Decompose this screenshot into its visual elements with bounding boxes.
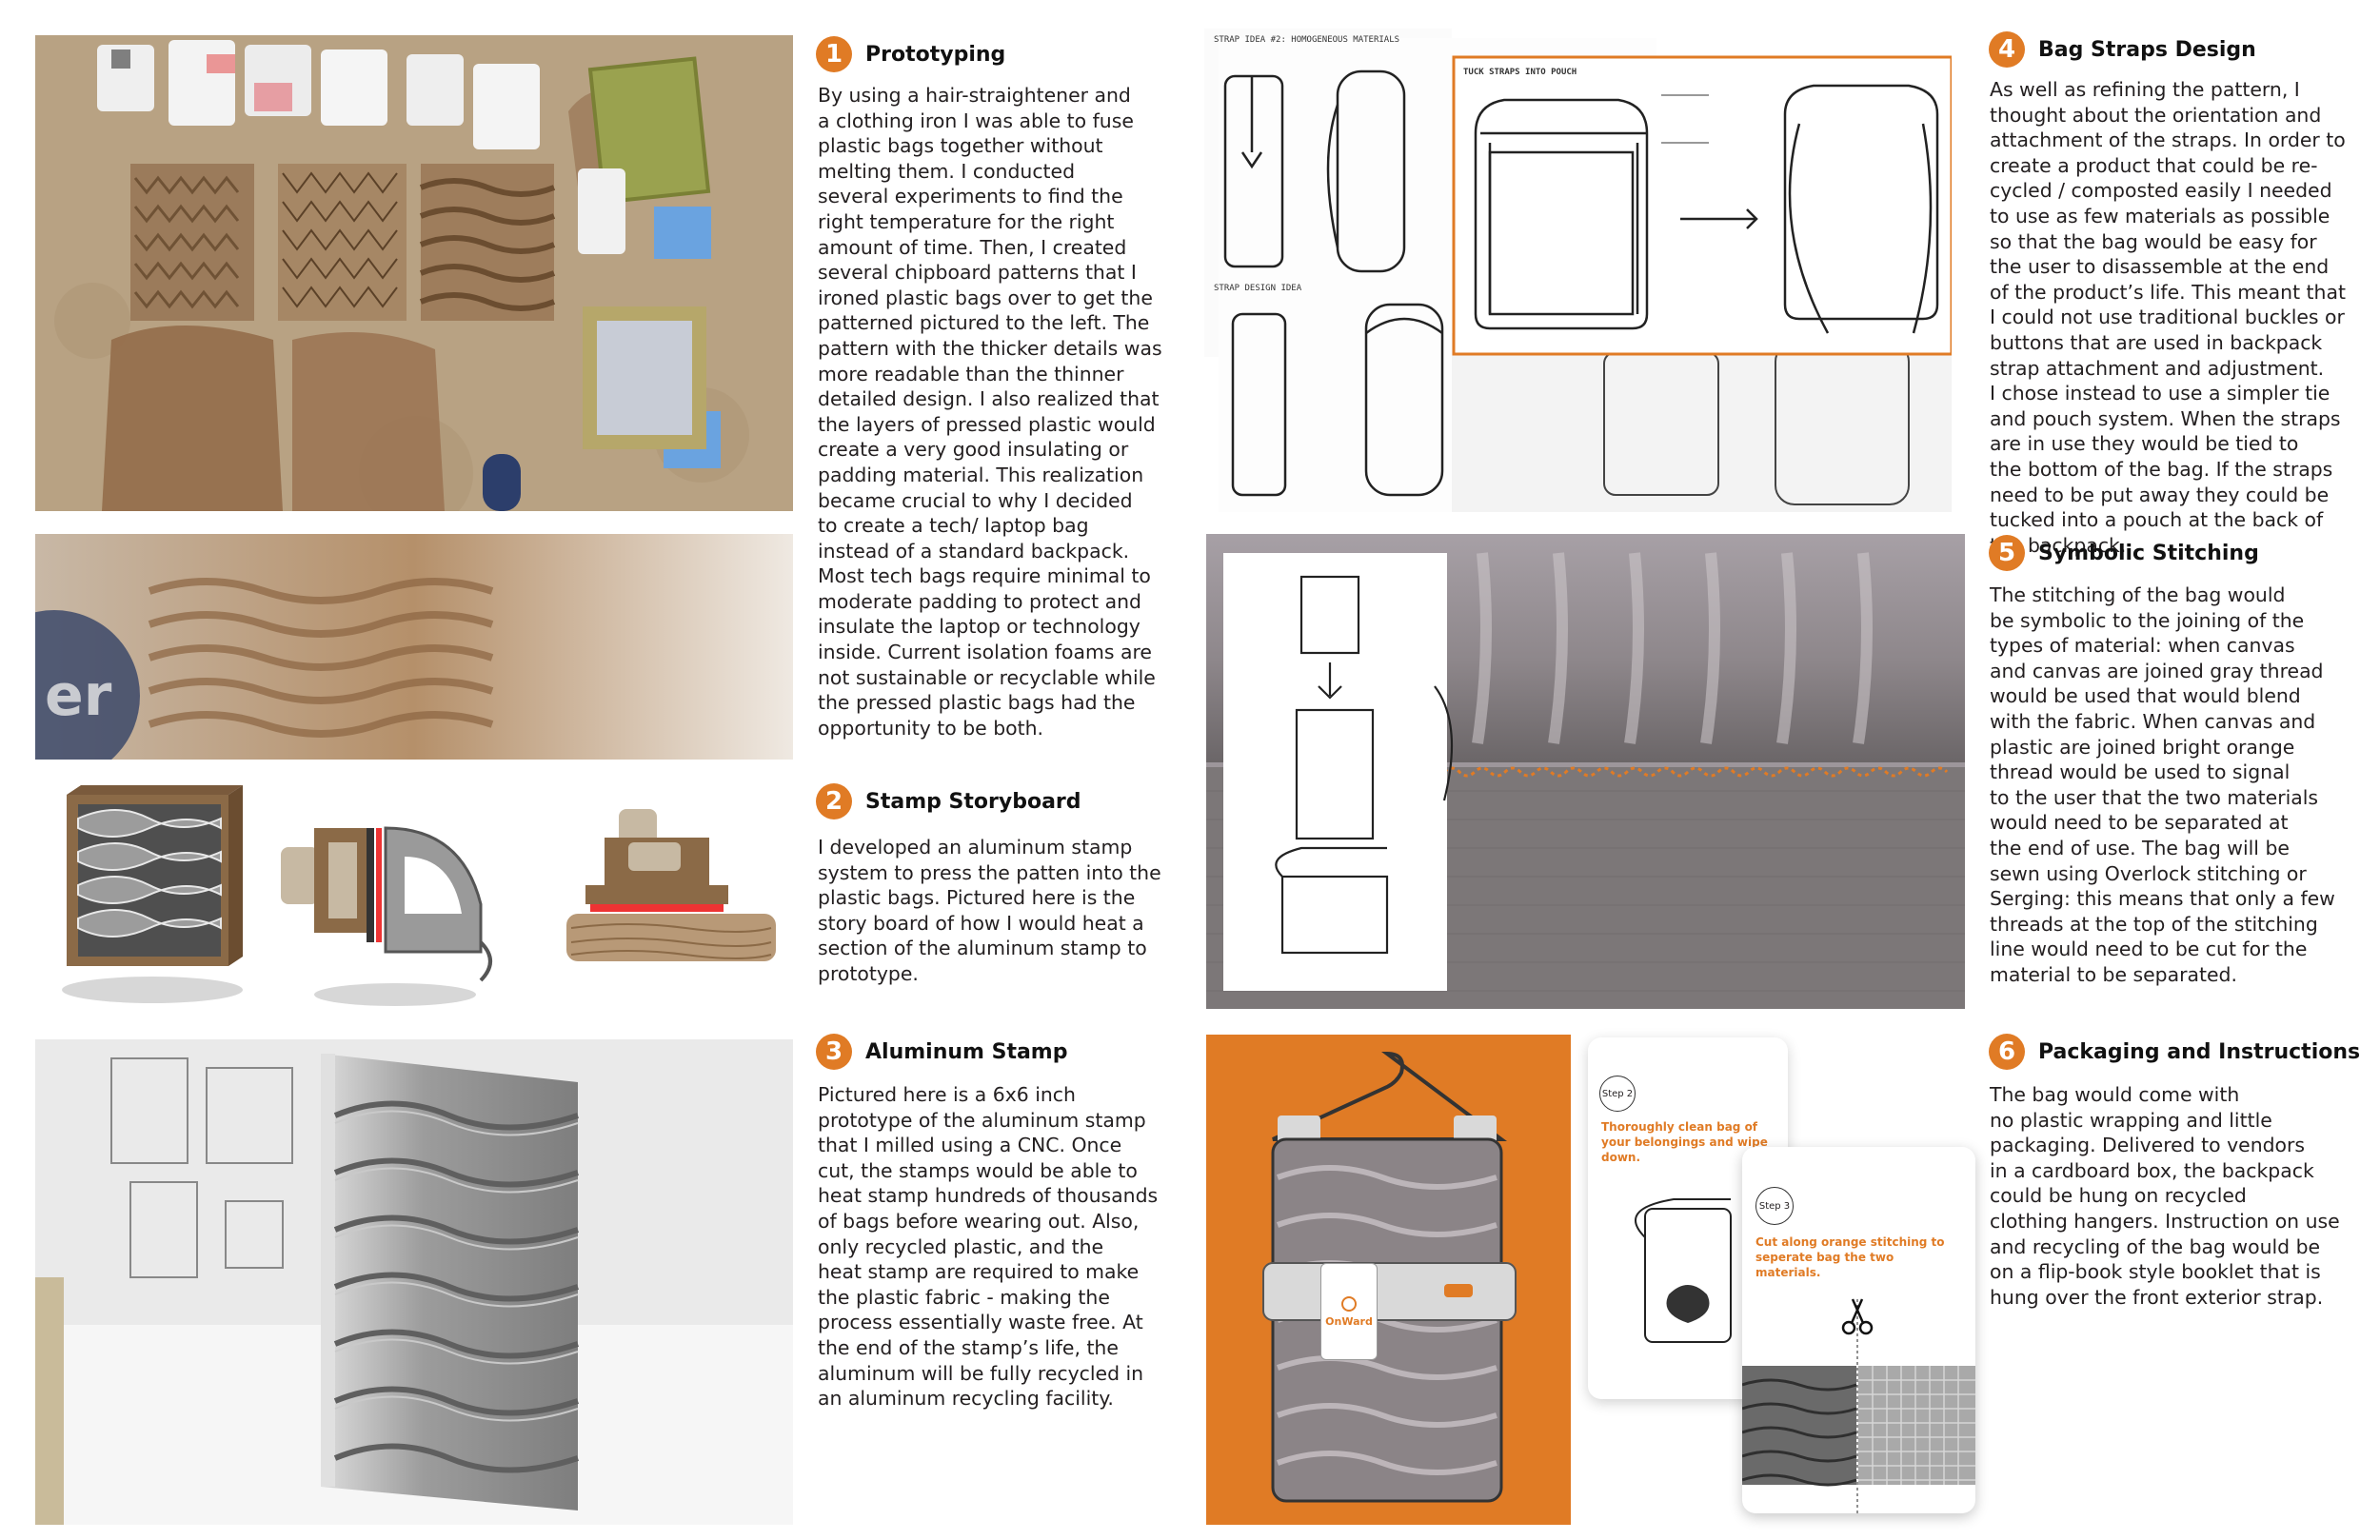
section-1-body: By using a hair-straightener and a cloth…	[818, 84, 1162, 740]
section-4-header: 4 Bag Straps Design	[1989, 31, 2256, 68]
svg-text:er: er	[45, 662, 112, 729]
section-2-number: 2	[816, 783, 852, 819]
section-1-header: 1 Prototyping	[816, 36, 1005, 72]
aluminum-stamp-photo	[35, 1039, 793, 1525]
step-2-illustration	[1635, 1198, 1732, 1343]
packaging-hanger-photo: OnWard	[1206, 1035, 1571, 1525]
section-4-title: Bag Straps Design	[2038, 37, 2256, 62]
stitching-photo	[1206, 534, 1965, 1009]
section-5-body: The stitching of the bag would be symbol…	[1990, 583, 2335, 986]
onward-logo-icon	[1341, 1295, 1357, 1312]
strap-sketches: STRAP IDEA #2: HOMOGENEOUS MATERIALS STR…	[1204, 29, 1952, 512]
section-4-number: 4	[1989, 31, 2025, 68]
step-3-text: Cut along orange stitching to seperate b…	[1755, 1235, 1945, 1279]
onward-brand: OnWard	[1325, 1314, 1373, 1328]
step-2-text: Thoroughly clean bag of your belongings …	[1601, 1120, 1768, 1164]
section-1-number: 1	[816, 36, 852, 72]
section-6-body: The bag would come with no plastic wrapp…	[1990, 1083, 2340, 1309]
section-4-body: As well as refining the pattern, I thoug…	[1990, 78, 2346, 557]
storyboard-iron-illustration	[271, 790, 519, 1018]
section-6-number: 6	[1989, 1034, 2025, 1070]
section-2-header: 2 Stamp Storyboard	[816, 783, 1081, 819]
section-5-title: Symbolic Stitching	[2038, 541, 2259, 565]
section-6-title: Packaging and Instructions	[2038, 1039, 2361, 1064]
strap-design-label: STRAP DESIGN IDEA	[1214, 284, 1302, 293]
storyboard-press-illustration	[538, 800, 793, 1004]
section-5-number: 5	[1989, 535, 2025, 571]
section-3-body: Pictured here is a 6x6 inch prototype of…	[818, 1083, 1159, 1411]
step-2-label: Step 2	[1599, 1076, 1636, 1112]
instruction-card-step-3: Step 3 Cut along orange stitching to sep…	[1742, 1147, 1975, 1513]
section-6-header: 6 Packaging and Instructions	[1989, 1034, 2360, 1070]
scissors-icon	[1841, 1298, 1874, 1335]
step-3-illustration	[1742, 1298, 1975, 1513]
section-1-title: Prototyping	[865, 42, 1006, 67]
step-3-label: Step 3	[1755, 1187, 1794, 1225]
section-3-header: 3 Aluminum Stamp	[816, 1034, 1067, 1070]
prototypes-photo	[35, 35, 793, 511]
pressed-plastic-closeup-photo: er	[35, 534, 793, 760]
onward-tag: OnWard	[1320, 1263, 1378, 1360]
section-2-title: Stamp Storyboard	[865, 789, 1081, 814]
section-3-number: 3	[816, 1034, 852, 1070]
section-5-header: 5 Symbolic Stitching	[1989, 535, 2259, 571]
strap-idea-label: STRAP IDEA #2: HOMOGENEOUS MATERIALS	[1214, 35, 1399, 45]
storyboard-stamp-illustration	[38, 776, 267, 1014]
section-2-body: I developed an aluminum stamp system to …	[818, 836, 1161, 985]
tuck-straps-label: TUCK STRAPS INTO POUCH	[1463, 68, 1577, 77]
section-3-title: Aluminum Stamp	[865, 1039, 1068, 1064]
